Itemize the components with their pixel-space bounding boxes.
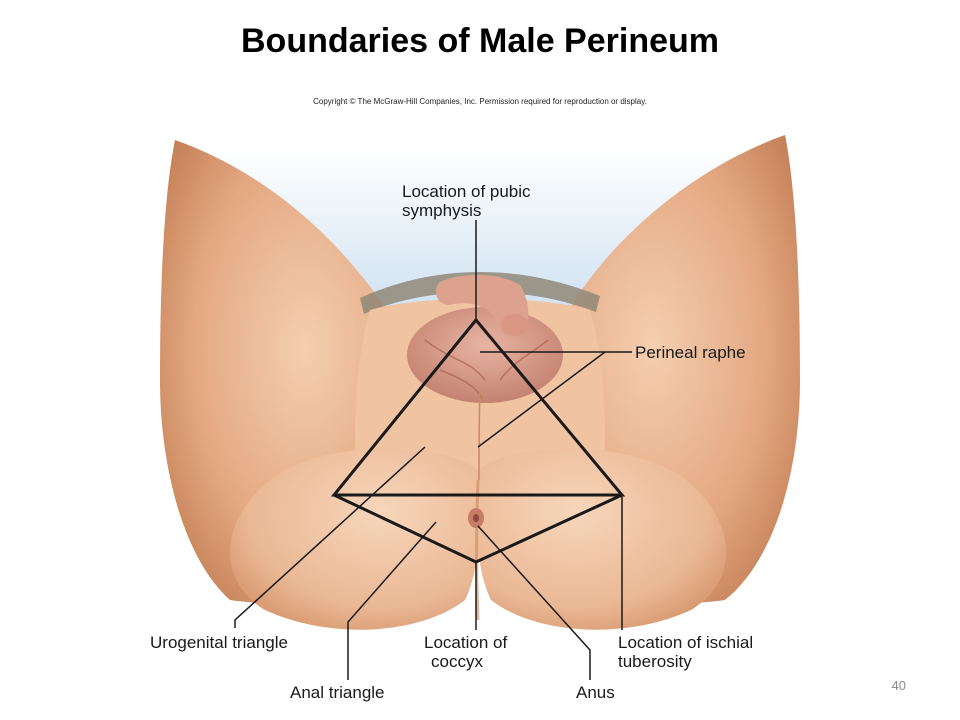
label-coccyx-line1: Location of bbox=[424, 633, 507, 652]
slide-number: 40 bbox=[891, 678, 906, 693]
pubic-hair bbox=[360, 272, 600, 314]
glans bbox=[501, 314, 529, 336]
label-pubic-symphysis-line2: symphysis bbox=[402, 201, 481, 220]
leader-anal bbox=[347, 521, 437, 680]
leader-urogenital bbox=[234, 446, 426, 628]
label-ischial-line1: Location of ischial bbox=[618, 633, 753, 652]
perineal-raphe-line bbox=[478, 389, 481, 481]
anus-center bbox=[473, 514, 479, 522]
label-pubic-symphysis: Location of pubic symphysis bbox=[402, 182, 535, 220]
leader-perineal-raphe-2 bbox=[477, 351, 606, 448]
label-anus: Anus bbox=[576, 683, 615, 702]
label-urogenital-triangle: Urogenital triangle bbox=[150, 633, 288, 652]
label-perineal-raphe: Perineal raphe bbox=[635, 343, 746, 362]
copyright-notice: Copyright © The McGraw-Hill Companies, I… bbox=[313, 97, 647, 106]
label-pubic-symphysis-line1: Location of pubic bbox=[402, 182, 531, 201]
label-ischial-tuberosity: Location of ischial tuberosity bbox=[618, 633, 758, 671]
label-ischial-line2: tuberosity bbox=[618, 652, 692, 671]
label-coccyx-line2: coccyx bbox=[431, 652, 483, 671]
urogenital-triangle-outline bbox=[330, 317, 626, 497]
scrotum bbox=[407, 307, 563, 403]
label-coccyx: Location of coccyx bbox=[424, 633, 512, 671]
label-anal-triangle: Anal triangle bbox=[290, 683, 385, 702]
leader-anus bbox=[477, 525, 591, 680]
slide-title: Boundaries of Male Perineum bbox=[241, 22, 719, 60]
